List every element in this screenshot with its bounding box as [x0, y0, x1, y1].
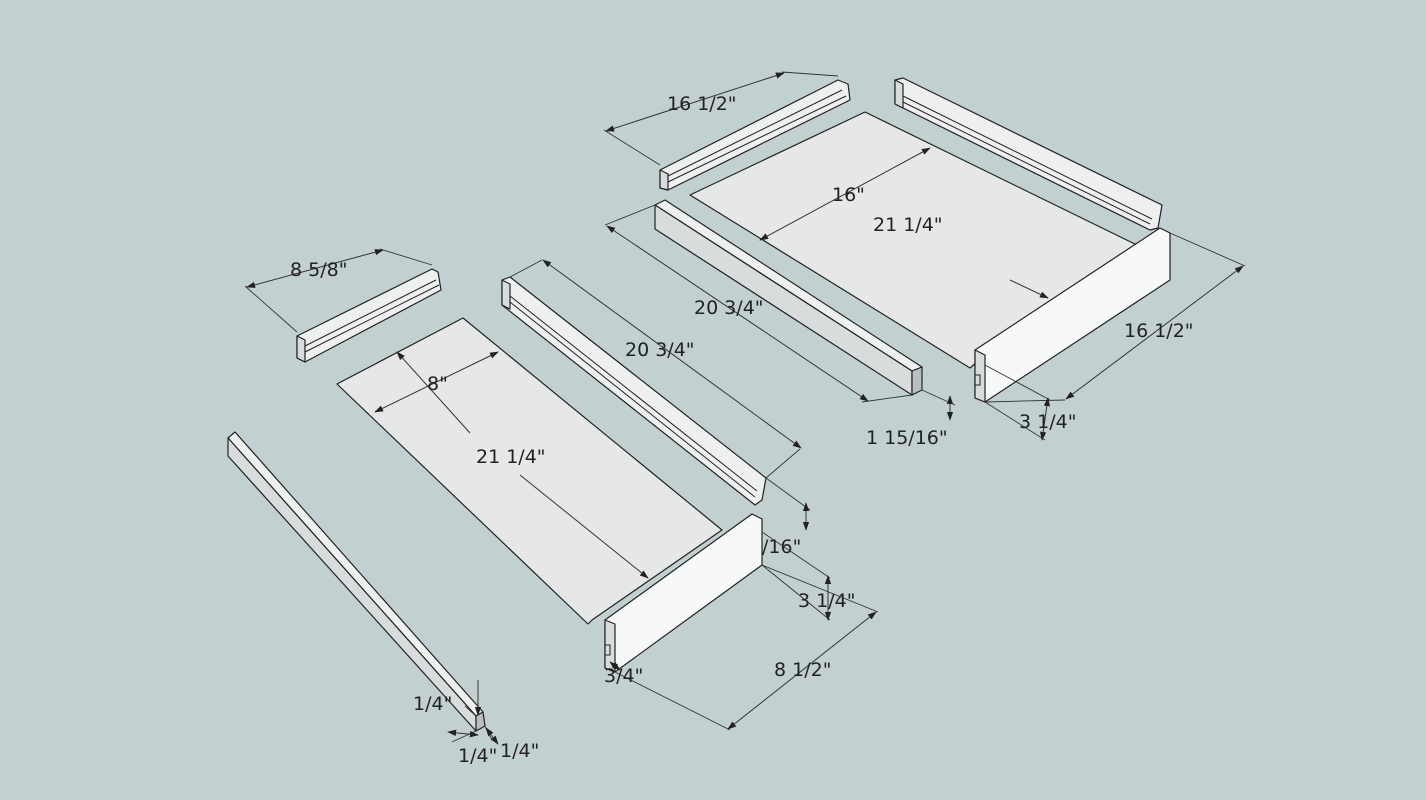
dim-rail-thickness-b: 1/4": [500, 740, 539, 762]
dim-small-bottom-length: 21 1/4": [476, 446, 546, 468]
dim-small-groove-height: /16": [762, 536, 801, 558]
small-drawer-group: 8 5/8" 8" 21 1/4" 20 3/4" /16" 3 1/4" 8 …: [227, 248, 879, 767]
dim-large-side-length: 20 3/4": [694, 297, 764, 319]
dim-small-front-width: 8 1/2": [774, 659, 831, 681]
dim-large-groove-height: 1 15/16": [866, 427, 948, 449]
large-right-side-piece: [894, 77, 1163, 231]
dim-large-bottom-width: 16": [832, 184, 865, 206]
dim-small-side-length: 20 3/4": [625, 339, 695, 361]
dim-small-front-thickness: 3/4": [604, 665, 643, 687]
dim-large-bottom-length: 21 1/4": [873, 214, 943, 236]
large-drawer-group: 16 1/2" 16" 21 1/4" 20 3/4" 16 1/2" 1 15…: [603, 71, 1246, 449]
dim-large-front-height: 3 1/4": [1019, 411, 1076, 433]
dim-small-bottom-width: 8": [427, 373, 448, 395]
dim-rail-thickness-a: 1/4": [458, 745, 497, 767]
dim-large-back-length: 16 1/2": [667, 93, 737, 115]
dim-small-front-height: 3 1/4": [798, 590, 855, 612]
large-back-piece: [659, 79, 851, 191]
dim-rail-height: 1/4": [413, 693, 452, 715]
dim-large-front-width: 16 1/2": [1124, 320, 1194, 342]
small-back-piece: [296, 268, 442, 363]
dim-small-back-length: 8 5/8": [290, 259, 347, 281]
